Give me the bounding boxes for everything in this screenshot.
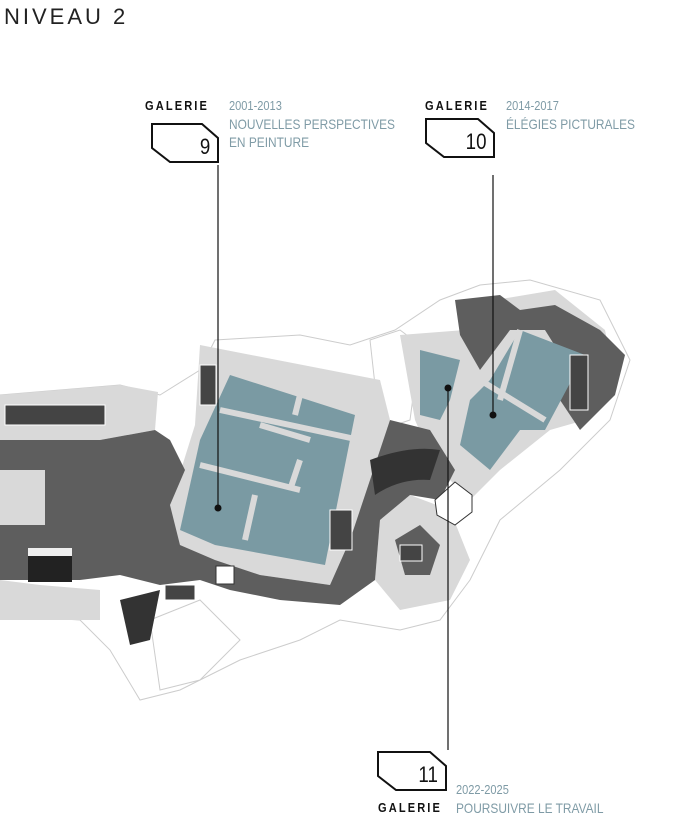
gallery-11-years: 2022-2025	[456, 782, 509, 797]
page-title: NIVEAU 2	[4, 4, 129, 29]
gallery-10-room	[460, 330, 585, 470]
gallery-9-name-line-2: EN PEINTURE	[229, 134, 310, 150]
gallery-11-badge[interactable]: 11	[376, 750, 448, 792]
gallery-11-number: 11	[418, 762, 438, 787]
gallery-11-label: GALERIE	[378, 800, 443, 815]
gallery-9-name-line-1: NOUVELLES PERSPECTIVES	[229, 116, 396, 132]
gallery-rooms	[180, 330, 585, 565]
gallery-10-info: 2014-2017 ÉLÉGIES PICTURALES	[506, 97, 635, 133]
gallery-9-badge[interactable]: 9	[150, 122, 220, 164]
gallery-9-number: 9	[199, 134, 210, 159]
gallery-10-number: 10	[465, 129, 486, 154]
gallery-9-years: 2001-2013	[229, 98, 282, 113]
gallery-9-room	[180, 375, 355, 565]
gallery-9-label: GALERIE	[145, 98, 210, 113]
gallery-10-years: 2014-2017	[506, 98, 559, 113]
marker-dot-11	[444, 384, 452, 392]
marker-dot-10	[489, 411, 497, 419]
gallery-10-badge[interactable]: 10	[424, 117, 496, 159]
gallery-11-name-line-1: POURSUIVRE LE TRAVAIL	[456, 800, 604, 816]
gallery-10-name-line-1: ÉLÉGIES PICTURALES	[506, 116, 635, 132]
gallery-11-room	[420, 350, 460, 420]
gallery-10-label: GALERIE	[425, 98, 490, 113]
gallery-11-info: 2022-2025 POURSUIVRE LE TRAVAIL	[456, 781, 603, 817]
marker-dot-9	[214, 504, 222, 512]
gallery-9-info: 2001-2013 NOUVELLES PERSPECTIVES EN PEIN…	[229, 97, 395, 151]
